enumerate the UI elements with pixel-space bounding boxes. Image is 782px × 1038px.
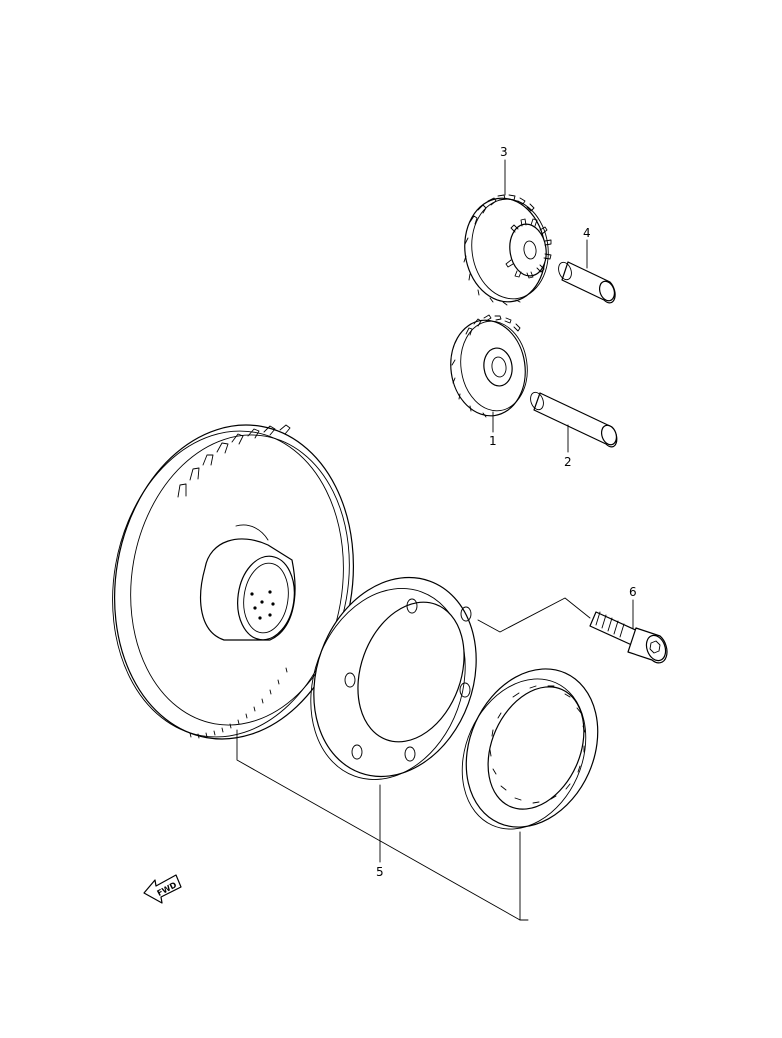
shaft-part-2[interactable] (528, 390, 619, 448)
starter-idle-gear-part-3[interactable] (458, 193, 554, 307)
one-way-clutch[interactable] (439, 648, 622, 849)
leader-lines (236, 159, 634, 921)
callout-5: 5 (376, 865, 384, 879)
callout-labels: 3 4 1 2 6 5 (376, 145, 637, 879)
clutch-bolt-holes (344, 598, 472, 762)
starter-clutch-body[interactable] (285, 554, 503, 801)
shaft-part-4[interactable] (556, 260, 617, 304)
starter-driven-gear[interactable] (89, 406, 378, 758)
hub-bolt-holes (250, 590, 275, 620)
callout-2: 2 (564, 455, 572, 469)
callout-6: 6 (629, 585, 637, 599)
callout-1: 1 (489, 434, 497, 448)
starter-idle-gear-part-1[interactable] (445, 314, 533, 421)
bolt-part-6[interactable] (589, 611, 669, 664)
callout-4: 4 (583, 226, 591, 240)
callout-3: 3 (500, 145, 508, 159)
fwd-arrow-icon: FWD (143, 874, 182, 904)
